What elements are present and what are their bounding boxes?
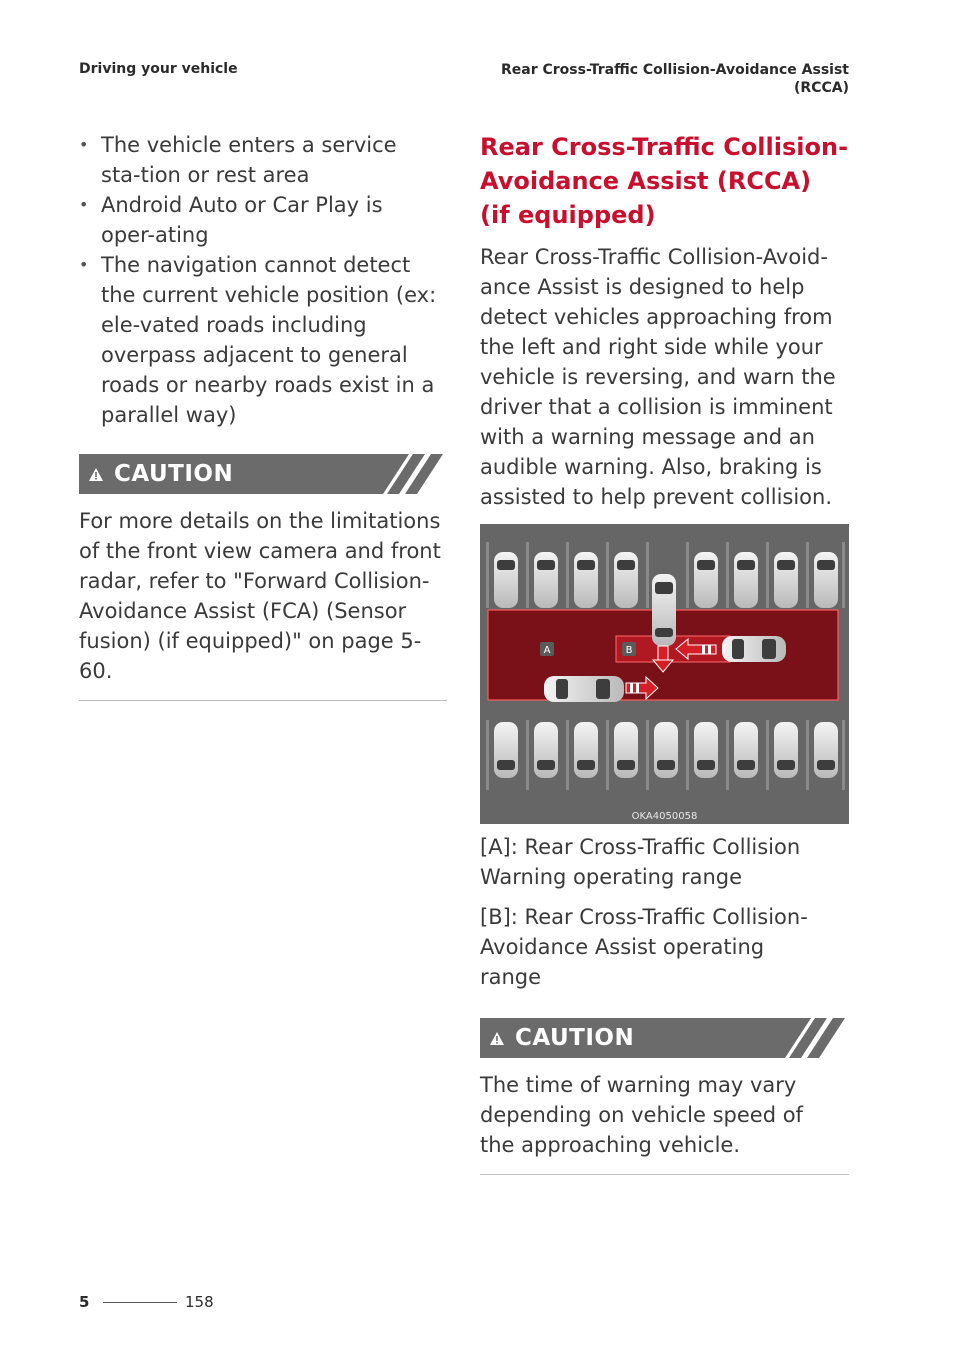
running-header-section-line2: (RCCA) xyxy=(794,80,849,96)
parking-lot-illustration: A B xyxy=(480,524,849,824)
figure-id: OKA4050058 xyxy=(631,811,698,822)
list-item: Android Auto or Car Play is oper-ating xyxy=(79,190,447,250)
divider xyxy=(480,1174,849,1175)
caution-banner: CAUTION xyxy=(480,1018,849,1058)
running-header-chapter: Driving your vehicle xyxy=(79,61,238,77)
caution-text: For more details on the limitations of t… xyxy=(79,509,441,683)
arrow-right-icon xyxy=(625,675,659,701)
caution-stripes xyxy=(383,454,447,494)
legend-a: [A]: Rear Cross-Traffic Collision Warnin… xyxy=(480,835,801,889)
parked-cars-top xyxy=(494,552,838,608)
warning-triangle-icon xyxy=(88,467,104,482)
parked-cars-bottom xyxy=(494,722,838,778)
arrow-down-icon xyxy=(651,645,675,673)
rcca-diagram: A B xyxy=(480,524,849,824)
divider xyxy=(79,700,447,701)
right-column: Rear Cross-Traffic Collision-Avoidance A… xyxy=(480,130,849,1175)
caution-title: CAUTION xyxy=(114,461,234,487)
warning-triangle-icon xyxy=(489,1031,505,1046)
list-item: The vehicle enters a service sta-tion or… xyxy=(79,130,447,190)
caution-stripes xyxy=(785,1018,849,1058)
section-title: Rear Cross-Traffic Collision-Avoidance A… xyxy=(480,133,849,229)
zone-a-label: A xyxy=(544,645,551,656)
running-header-section-line1: Rear Cross-Traffic Collision-Avoidance A… xyxy=(501,62,849,78)
running-header-section: Rear Cross-Traffic Collision-Avoidance A… xyxy=(449,61,849,97)
page-number: 158 xyxy=(185,1293,214,1311)
zone-a-badge xyxy=(540,642,554,656)
caution-text: The time of warning may vary depending o… xyxy=(480,1073,803,1157)
arrow-left-icon xyxy=(675,637,717,661)
condition-list: The vehicle enters a service sta-tion or… xyxy=(79,130,447,430)
list-item: The navigation cannot detect the current… xyxy=(79,250,447,430)
caution-title: CAUTION xyxy=(515,1025,635,1051)
zone-b-label: B xyxy=(626,645,633,656)
crossing-vehicle-right xyxy=(722,636,786,662)
footer-rule xyxy=(103,1302,177,1303)
left-column: The vehicle enters a service sta-tion or… xyxy=(79,130,447,701)
intro-paragraph: Rear Cross-Traffic Collision-Avoid-ance … xyxy=(480,245,836,509)
caution-banner: CAUTION xyxy=(79,454,447,494)
chapter-number: 5 xyxy=(79,1293,90,1311)
zone-b-badge xyxy=(622,642,636,656)
legend-b: [B]: Rear Cross-Traffic Collision-Avoida… xyxy=(480,905,808,989)
